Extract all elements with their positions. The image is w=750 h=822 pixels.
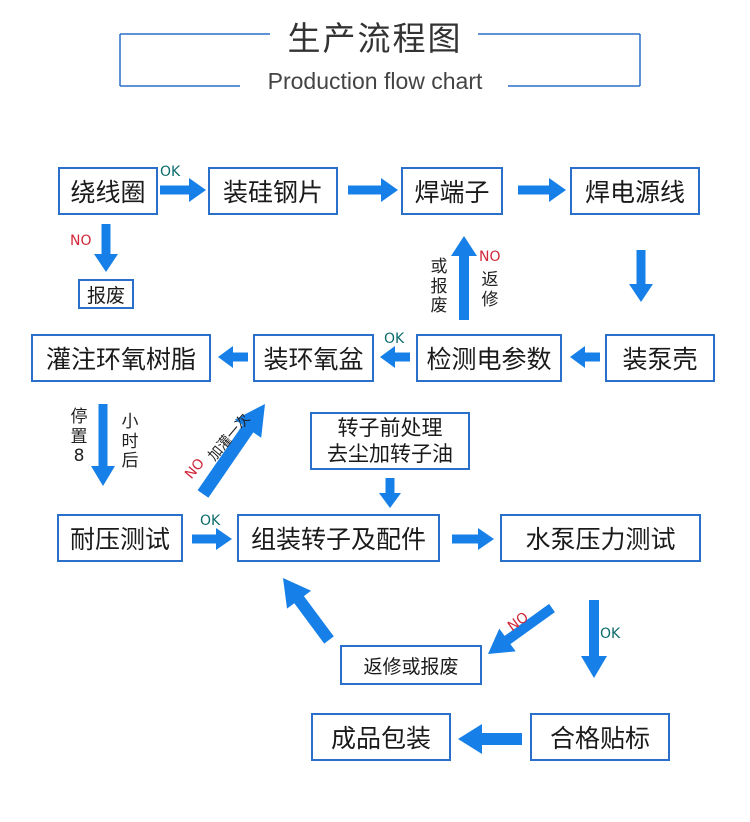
arrow-pump-pass-to-label [581, 600, 607, 678]
arrow-tray-to-epoxy [218, 346, 248, 368]
arrow-repair-to-assemble [283, 578, 334, 644]
header-frame [119, 33, 641, 87]
label-ok-pressure: OK [200, 513, 221, 529]
arrow-label-to-pack [458, 724, 522, 754]
label-repair: 返修 [481, 270, 499, 310]
arrow-pour-again [197, 404, 265, 498]
rotor-pretreatment-line1: 转子前处理 [337, 415, 443, 440]
label-stop-left: 停置8 [70, 407, 88, 467]
arrow-epoxy-to-pressure [91, 404, 115, 486]
step-pressure-test: 耐压测试 [57, 514, 183, 562]
arrow-silicon-to-terminal [348, 178, 398, 202]
arrows-layer [91, 178, 653, 754]
step-winding: 绕线圈 [58, 167, 158, 215]
step-param-test: 检测电参数 [416, 334, 562, 382]
label-no-winding: NO [70, 233, 92, 249]
arrow-pump-fail-to-repair [488, 603, 555, 654]
step-epoxy-tray: 装环氧盆 [253, 334, 374, 382]
arrow-winding-to-silicon [160, 178, 206, 202]
label-stop-right: 小时后 [121, 412, 139, 472]
arrow-param-to-tray [380, 346, 410, 368]
step-label-pass: 合格贴标 [530, 713, 670, 761]
label-ok-winding: OK [160, 164, 181, 180]
step-weld-terminal: 焊端子 [401, 167, 503, 215]
arrow-shell-to-param [570, 346, 600, 368]
arrow-assemble-to-pump [452, 528, 494, 550]
step-assemble-rotor: 组装转子及配件 [237, 514, 440, 562]
step-silicon-steel: 装硅钢片 [208, 167, 338, 215]
rotor-pretreatment-line2: 去尘加转子油 [327, 442, 453, 466]
label-ok-param: OK [384, 331, 405, 347]
step-pump-pressure-test: 水泵压力测试 [500, 514, 701, 562]
arrow-cord-to-shell [629, 250, 653, 302]
arrow-rotor-pre-to-assemble [379, 478, 401, 508]
step-pump-shell: 装泵壳 [605, 334, 715, 382]
step-weld-power-cord: 焊电源线 [570, 167, 700, 215]
step-scrap: 报废 [78, 279, 134, 309]
label-no-param: NO [479, 249, 501, 265]
page-title: 生产流程图 [287, 19, 463, 58]
step-repair-or-scrap: 返修或报废 [340, 645, 482, 685]
arrow-terminal-to-cord [518, 178, 566, 202]
step-epoxy-pour: 灌注环氧树脂 [31, 334, 211, 382]
arrow-pressure-to-assemble [192, 528, 232, 550]
arrow-winding-to-scrap [94, 224, 118, 272]
page-subtitle: Production flow chart [267, 68, 483, 94]
step-rotor-pretreatment: 转子前处理 去尘加转子油 [310, 412, 470, 470]
label-ok-pump: OK [600, 626, 621, 642]
arrow-param-to-terminal [451, 236, 477, 320]
label-or-scrap: 或报废 [430, 257, 448, 317]
step-finished-pack: 成品包装 [311, 713, 451, 761]
